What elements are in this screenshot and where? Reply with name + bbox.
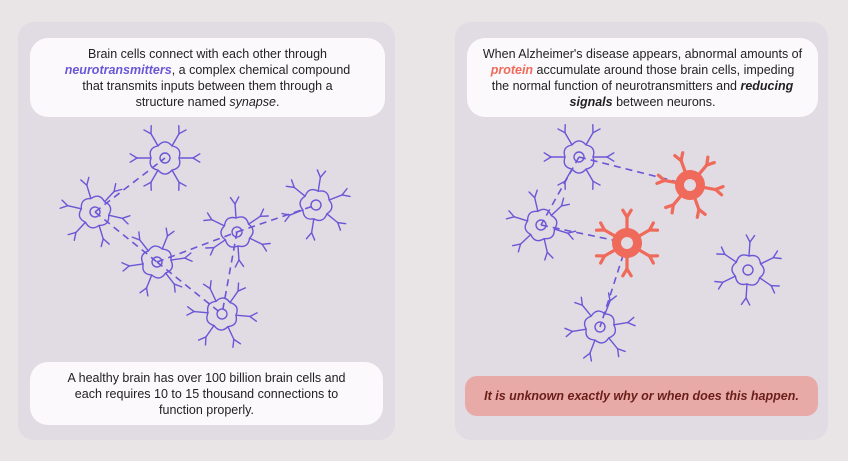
intro-text: .	[275, 94, 280, 109]
neurotransmitters-highlight: neurotransmitters	[64, 62, 172, 77]
neuron-icon	[281, 169, 351, 241]
affected-neuron-icon	[594, 208, 660, 278]
neuron-icon	[714, 234, 782, 306]
intro-text: Brain cells connect with each other thro…	[87, 46, 328, 61]
intro-text: accumulate around those brain cells, imp…	[491, 62, 795, 93]
affected-neuron-icon	[655, 151, 725, 219]
alzheimers-explanation-box: When Alzheimer's disease appears, abnorm…	[467, 38, 818, 117]
neuron-icon	[543, 124, 615, 190]
synapse-connection	[156, 261, 223, 315]
synapse-connection	[94, 157, 166, 213]
synapse-connection	[236, 204, 317, 233]
neuron-icon	[203, 196, 271, 268]
protein-highlight: protein	[490, 62, 534, 77]
synapse-connection	[221, 231, 238, 315]
neuron-icon	[59, 176, 131, 248]
synapse-highlight: synapse	[229, 94, 276, 109]
healthy-brain-fact: A healthy brain has over 100 billion bra…	[67, 370, 346, 417]
synapse-connection	[156, 231, 238, 263]
healthy-brain-fact-box: A healthy brain has over 100 billion bra…	[30, 362, 383, 425]
neuron-icon	[129, 125, 201, 191]
neuron-icon	[121, 227, 193, 297]
synapse-explanation-box: Brain cells connect with each other thro…	[30, 38, 385, 117]
neuron-icon	[505, 189, 577, 261]
neuron-icon	[564, 292, 636, 362]
intro-text: , a complex chemical compound that trans…	[82, 62, 351, 109]
synapse-connection	[94, 211, 158, 263]
intro-text: between neurons.	[612, 94, 716, 109]
unknown-cause-callout: It is unknown exactly why or when does t…	[465, 376, 818, 416]
reducing-signals-highlight: reducing signals	[569, 78, 794, 109]
neuron-icon	[186, 279, 258, 349]
synapse-connection	[540, 156, 580, 226]
intro-text: When Alzheimer's disease appears, abnorm…	[482, 46, 803, 61]
